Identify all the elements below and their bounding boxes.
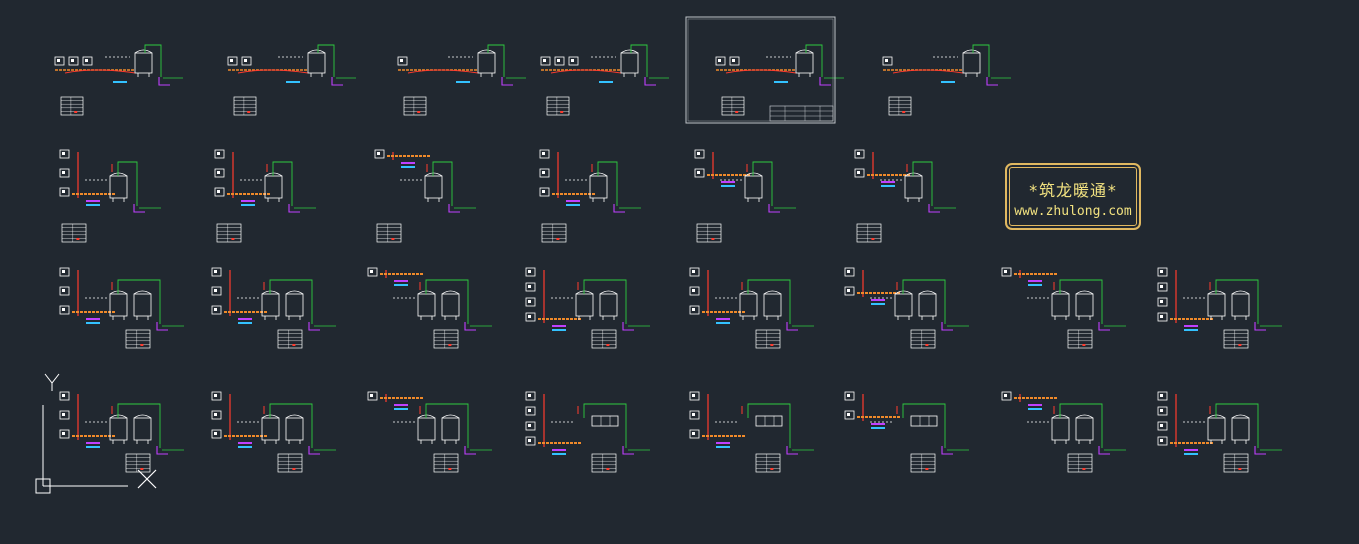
- system-schematic: [211, 267, 336, 349]
- system-schematic: [539, 149, 641, 243]
- system-schematic: [214, 149, 316, 243]
- system-schematic: [854, 149, 956, 243]
- system-schematic: [1157, 267, 1282, 349]
- system-schematic: [374, 149, 476, 243]
- drawing-thumbnails: [54, 44, 1282, 473]
- ucs-y-axis-icon: [42, 373, 128, 487]
- system-schematic: [689, 391, 814, 473]
- system-schematic: [715, 44, 844, 116]
- system-schematic: [689, 267, 814, 349]
- system-schematic: [59, 267, 184, 349]
- cursor-crosshair-icon: [137, 469, 157, 489]
- watermark-url: www.zhulong.com: [1014, 204, 1132, 219]
- system-schematic: [59, 391, 184, 473]
- system-schematic: [1001, 267, 1126, 349]
- system-schematic: [367, 391, 492, 473]
- system-schematic: [397, 44, 526, 116]
- system-schematic: [211, 391, 336, 473]
- system-schematic: [367, 267, 492, 349]
- system-schematic: [54, 44, 183, 116]
- system-schematic: [525, 267, 650, 349]
- watermark-title: *筑龙暖通*: [1028, 181, 1118, 200]
- system-schematic: [1001, 391, 1126, 473]
- system-schematic: [1157, 391, 1282, 473]
- system-schematic: [694, 149, 796, 243]
- ucs-origin-icon: [35, 478, 51, 494]
- system-schematic: [882, 44, 1011, 116]
- system-schematic: [844, 391, 969, 473]
- system-schematic: [525, 391, 650, 473]
- sheet-frame[interactable]: [685, 16, 836, 124]
- zhulong-watermark-logo: *筑龙暖通* www.zhulong.com: [1005, 163, 1141, 230]
- system-schematic: [540, 44, 669, 116]
- system-schematic: [844, 267, 969, 349]
- system-schematic: [227, 44, 356, 116]
- system-schematic: [59, 149, 161, 243]
